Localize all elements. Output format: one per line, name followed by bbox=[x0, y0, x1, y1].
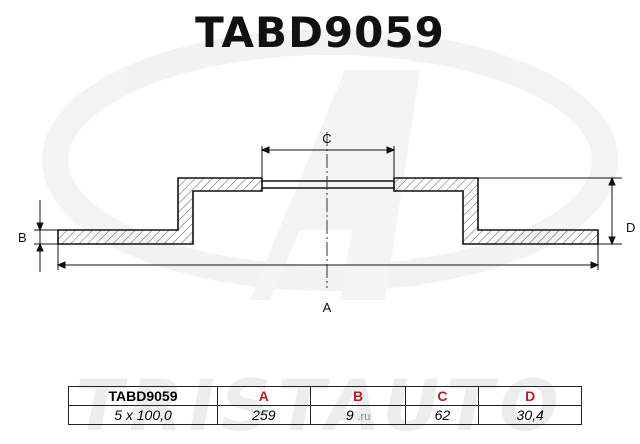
disc-section-left bbox=[57, 177, 263, 245]
dimension-a-label: A bbox=[323, 300, 332, 315]
disc-section-right bbox=[393, 177, 599, 245]
spec-table-header-row: TABD9059 A B C D bbox=[68, 386, 582, 406]
site-mark: .ru bbox=[357, 411, 371, 423]
value-c: 62 bbox=[405, 405, 480, 425]
spec-table: TABD9059 A B C D 5 x 100,0 259 9 .ru 62 … bbox=[68, 386, 582, 425]
value-d: 30,4 bbox=[478, 405, 582, 425]
header-a: A bbox=[217, 386, 311, 406]
dimension-c bbox=[260, 146, 396, 178]
dimension-c-label: C bbox=[322, 131, 331, 146]
header-b: B bbox=[309, 386, 407, 406]
dimension-a bbox=[56, 244, 600, 270]
header-part-number: TABD9059 bbox=[68, 386, 218, 406]
value-bolt-pattern: 5 x 100,0 bbox=[68, 405, 218, 425]
value-a: 259 bbox=[217, 405, 311, 425]
dimension-d-label: D bbox=[626, 220, 635, 235]
spec-table-value-row: 5 x 100,0 259 9 .ru 62 30,4 bbox=[68, 405, 582, 425]
dimension-b-label: B bbox=[18, 230, 27, 245]
part-number-title: TABD9059 bbox=[195, 8, 445, 57]
header-c: C bbox=[405, 386, 480, 406]
watermark-logo bbox=[42, 29, 618, 300]
value-b: 9 .ru bbox=[309, 405, 407, 425]
dimension-b bbox=[34, 200, 58, 272]
header-d: D bbox=[478, 386, 582, 406]
value-b-number: 9 bbox=[345, 407, 354, 423]
dimension-d bbox=[478, 176, 622, 246]
